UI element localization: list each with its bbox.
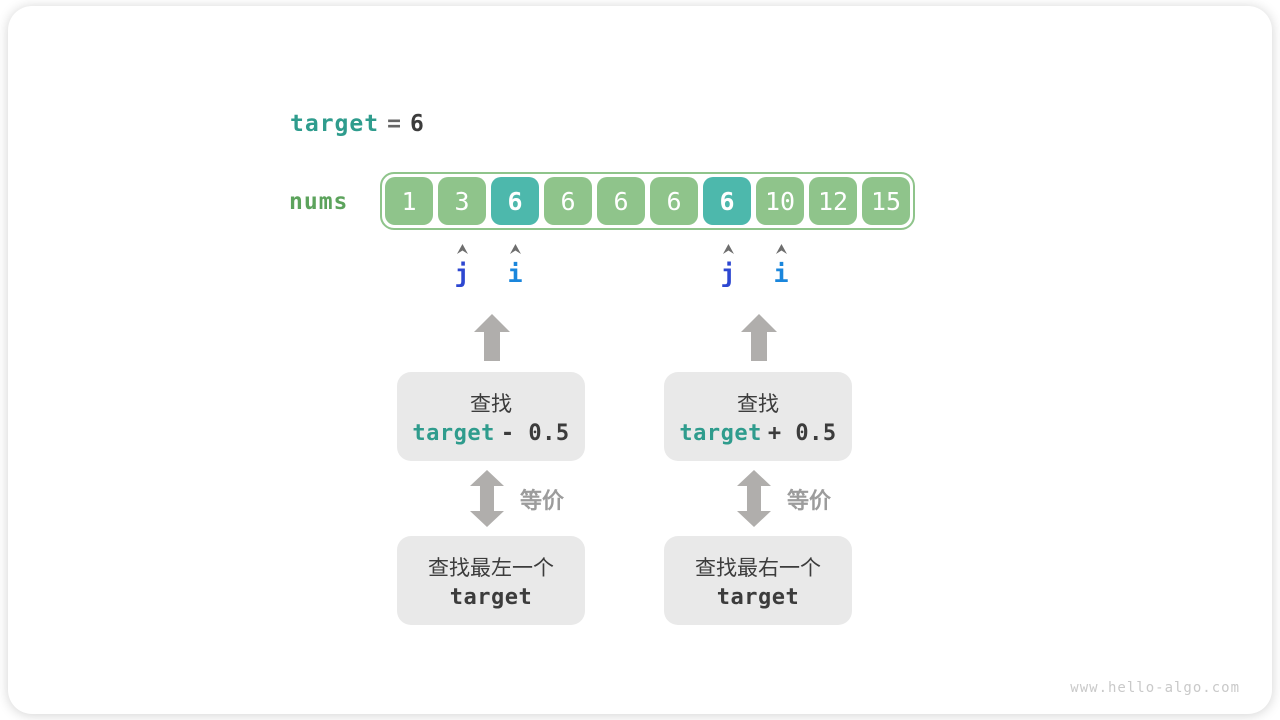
code-expr: + 0.5 (767, 420, 837, 446)
up-arrowhead-icon (775, 244, 787, 254)
array-cell: 15 (862, 177, 910, 225)
code-expr: - 0.5 (500, 420, 570, 446)
double-arrow-icon (469, 470, 504, 527)
array-cell: 1 (385, 177, 433, 225)
result-box-text: 查找最右一个 (695, 556, 821, 580)
array-cell: 3 (438, 177, 486, 225)
pointer-j-right: j (720, 244, 736, 288)
result-box-right: 查找最右一个 target (664, 536, 852, 625)
search-box-right: 查找 target+ 0.5 (664, 372, 852, 461)
result-box-keyword: target (716, 584, 800, 610)
target-value: 6 (409, 111, 425, 137)
code-keyword: target (679, 420, 762, 446)
up-block-arrow-icon (474, 314, 510, 361)
array-cell: 6 (650, 177, 698, 225)
equivalence-right: 等价 (736, 470, 832, 527)
pointer-label: i (507, 259, 523, 288)
pointer-label: j (454, 259, 470, 288)
array-cell: 6 (597, 177, 645, 225)
up-arrowhead-icon (456, 244, 468, 254)
result-box-left: 查找最左一个 target (397, 536, 585, 625)
array-container: 1 3 6 6 6 6 6 10 12 15 (380, 172, 915, 230)
code-keyword: target (412, 420, 495, 446)
array-cell: 6 (491, 177, 539, 225)
equals-sign: = (387, 111, 402, 137)
diagram-card (8, 6, 1272, 714)
array-cell: 6 (544, 177, 592, 225)
search-box-text: 查找 (737, 392, 779, 416)
double-arrow-icon (736, 470, 771, 527)
search-box-expression: target+ 0.5 (679, 421, 836, 446)
array-cell: 6 (703, 177, 751, 225)
result-box-keyword: target (449, 584, 533, 610)
result-box-text: 查找最左一个 (428, 556, 554, 580)
equivalence-label: 等价 (786, 487, 832, 513)
search-box-left: 查找 target- 0.5 (397, 372, 585, 461)
target-assignment: target = 6 (290, 111, 425, 137)
search-box-expression: target- 0.5 (412, 421, 569, 446)
up-arrowhead-icon (509, 244, 521, 254)
array-cell: 10 (756, 177, 804, 225)
equivalence-label: 等价 (519, 487, 565, 513)
pointer-j-left: j (454, 244, 470, 288)
array-label: nums (289, 189, 349, 215)
equivalence-left: 等价 (469, 470, 565, 527)
watermark: www.hello-algo.com (1070, 680, 1240, 696)
pointer-label: i (773, 259, 789, 288)
search-box-text: 查找 (470, 392, 512, 416)
target-keyword: target (290, 111, 380, 137)
up-arrowhead-icon (722, 244, 734, 254)
pointer-label: j (720, 259, 736, 288)
pointer-i-left: i (507, 244, 523, 288)
array-cell: 12 (809, 177, 857, 225)
pointer-i-right: i (773, 244, 789, 288)
up-block-arrow-icon (741, 314, 777, 361)
